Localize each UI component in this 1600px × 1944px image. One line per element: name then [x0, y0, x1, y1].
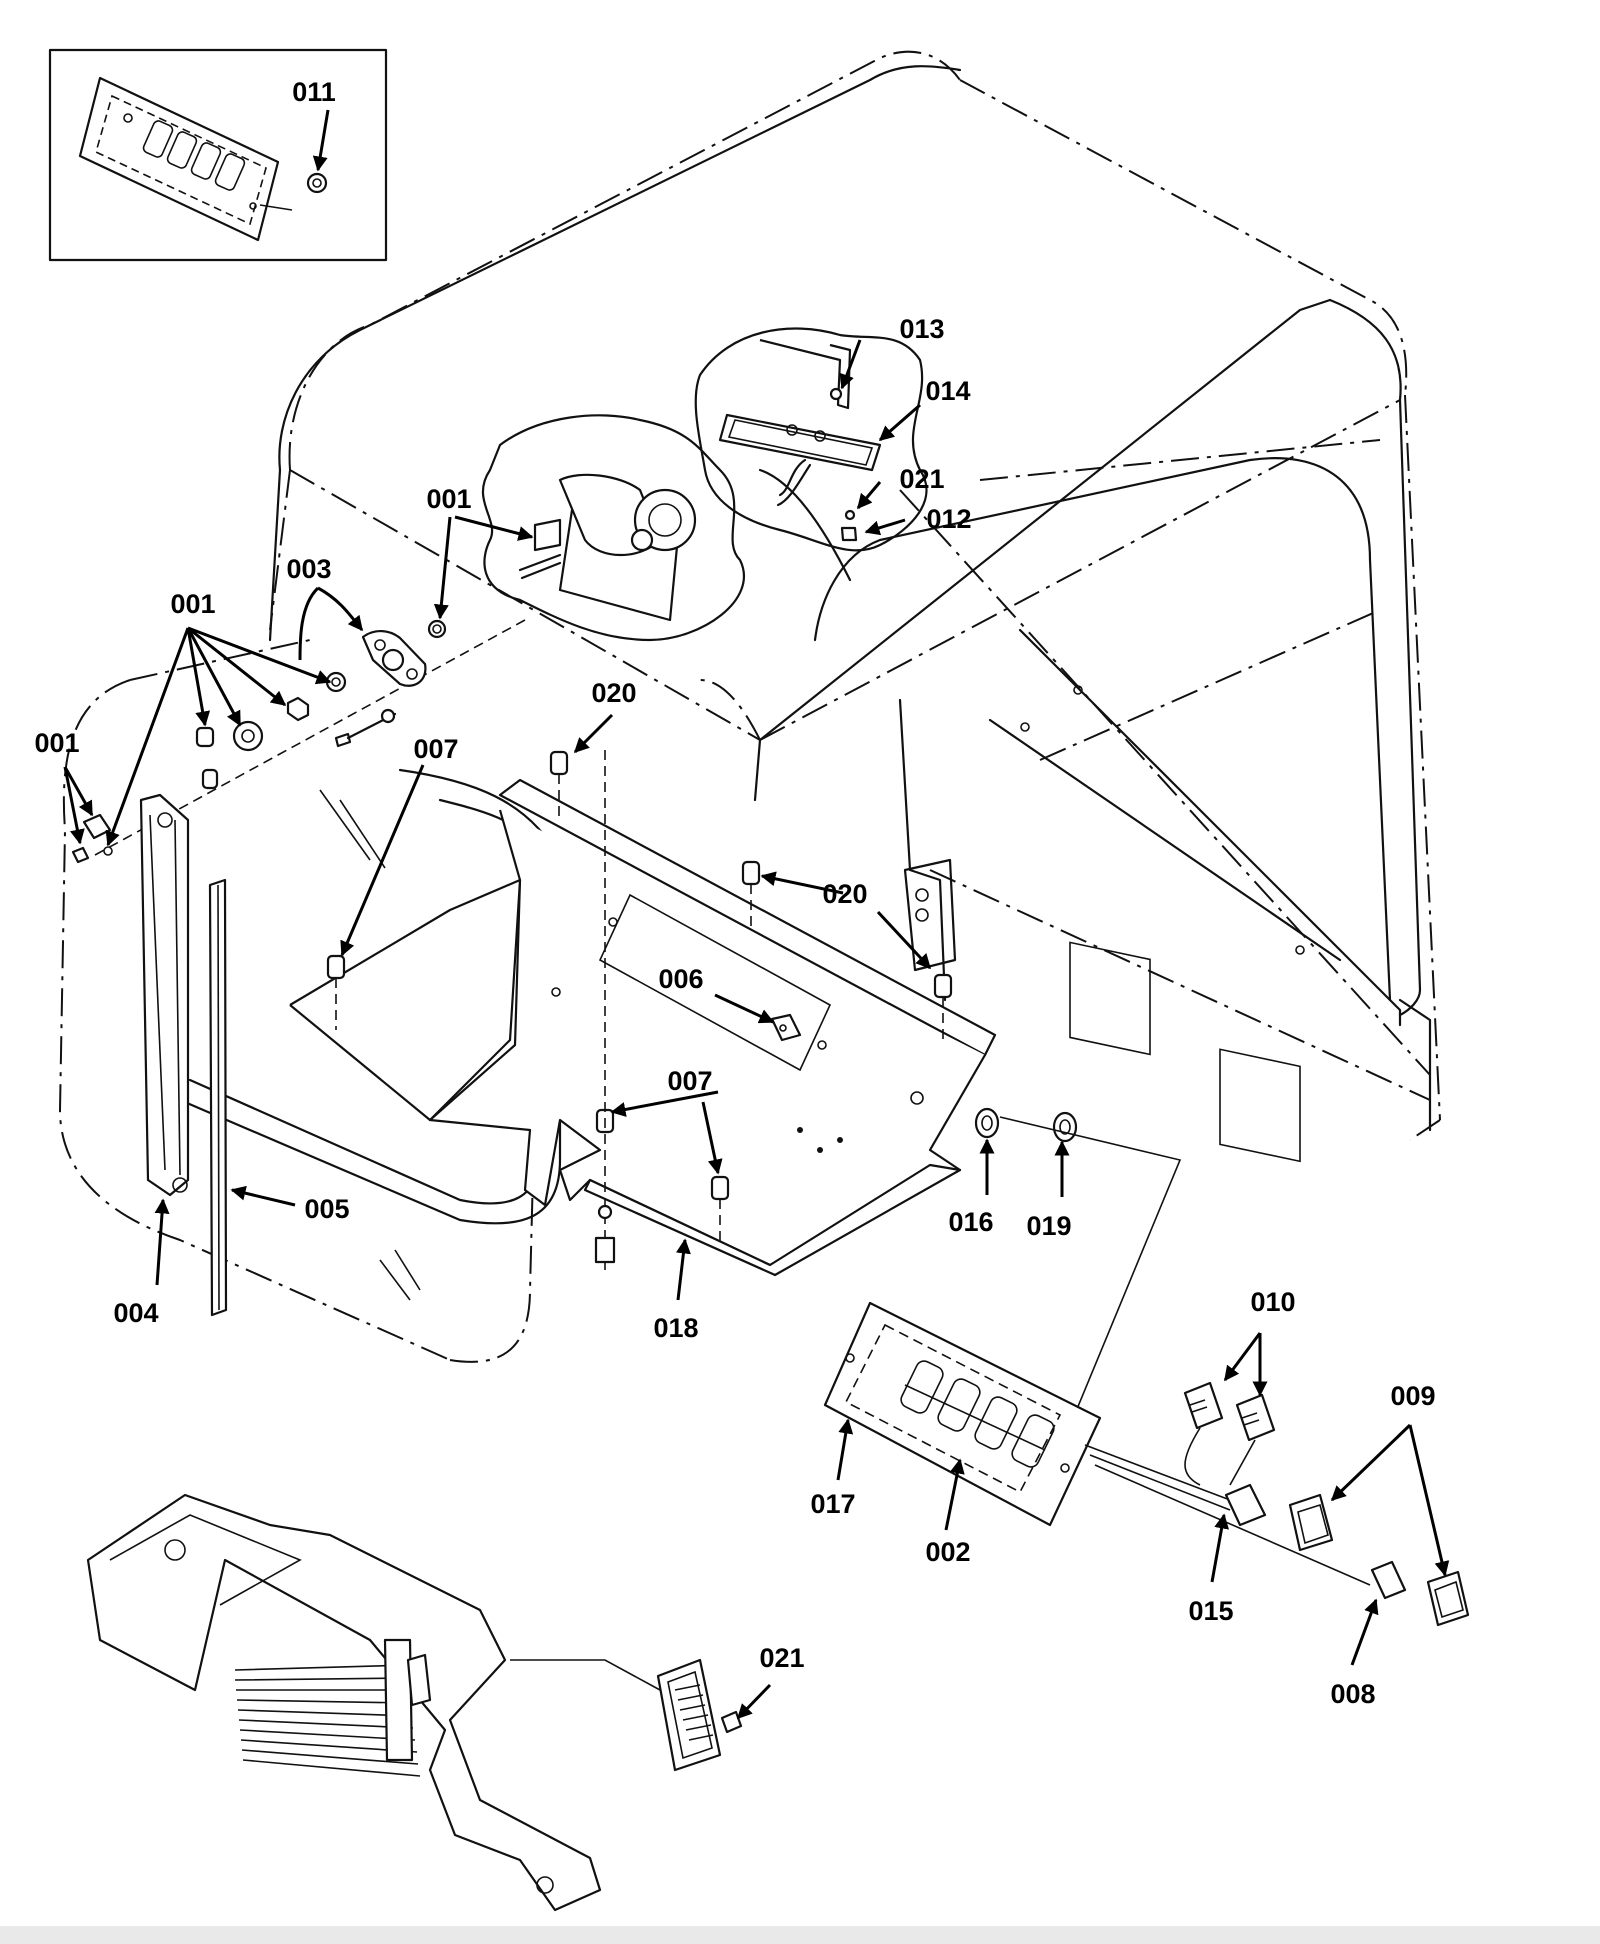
tray-studs: [326, 750, 953, 1270]
callout-labels: 011 013 014 021 012 001 003 001 001 020 …: [34, 77, 1435, 1709]
harness-connectors: [1183, 1381, 1470, 1627]
callout-016: 016: [948, 1207, 993, 1237]
bottom-bracket-harness: [86, 1493, 743, 1912]
relay-006: [770, 1013, 827, 1050]
grommets: [974, 1107, 1182, 1451]
callout-021-top: 021: [899, 464, 944, 494]
callout-009: 009: [1390, 1381, 1435, 1411]
dome-light-detail: [694, 327, 928, 552]
callout-002: 002: [925, 1537, 970, 1567]
callout-001-left: 001: [34, 728, 79, 758]
callout-004: 004: [113, 1298, 158, 1328]
wiper-hardware-stack: [71, 619, 526, 864]
switch-panel: [823, 1301, 1371, 1586]
callout-011: 011: [292, 77, 336, 107]
callout-013: 013: [899, 314, 944, 344]
callout-001-motor: 001: [426, 484, 471, 514]
callout-019: 019: [1026, 1211, 1071, 1241]
leader-lines: [63, 109, 1450, 1720]
callout-015: 015: [1188, 1596, 1233, 1626]
cab-shell: [268, 65, 1432, 1163]
callout-017: 017: [810, 1489, 855, 1519]
callout-005: 005: [304, 1194, 349, 1224]
wiper-arm: [139, 793, 190, 1197]
callout-012: 012: [926, 504, 971, 534]
callout-020-right: 020: [822, 879, 867, 909]
callout-007-left: 007: [413, 734, 458, 764]
callout-007-center: 007: [667, 1066, 712, 1096]
inset-nut: [306, 172, 328, 194]
wiper-motor-detail: [481, 414, 745, 642]
callout-014: 014: [925, 376, 970, 406]
inset-detail-box: [48, 48, 388, 262]
callout-006: 006: [658, 964, 703, 994]
cab-shell-phantom: [58, 50, 1441, 1363]
callout-010: 010: [1250, 1287, 1295, 1317]
callout-018: 018: [653, 1313, 698, 1343]
callout-003: 003: [286, 554, 331, 584]
callout-008: 008: [1330, 1679, 1375, 1709]
console-tray: [289, 778, 997, 1277]
bottom-edge-strip: [0, 1926, 1600, 1944]
wiper-blade: [208, 878, 228, 1317]
callout-021-bottom: 021: [759, 1643, 804, 1673]
inset-switch-panel: [78, 76, 293, 242]
callout-020-left: 020: [591, 678, 636, 708]
callout-001-stack: 001: [170, 589, 215, 619]
